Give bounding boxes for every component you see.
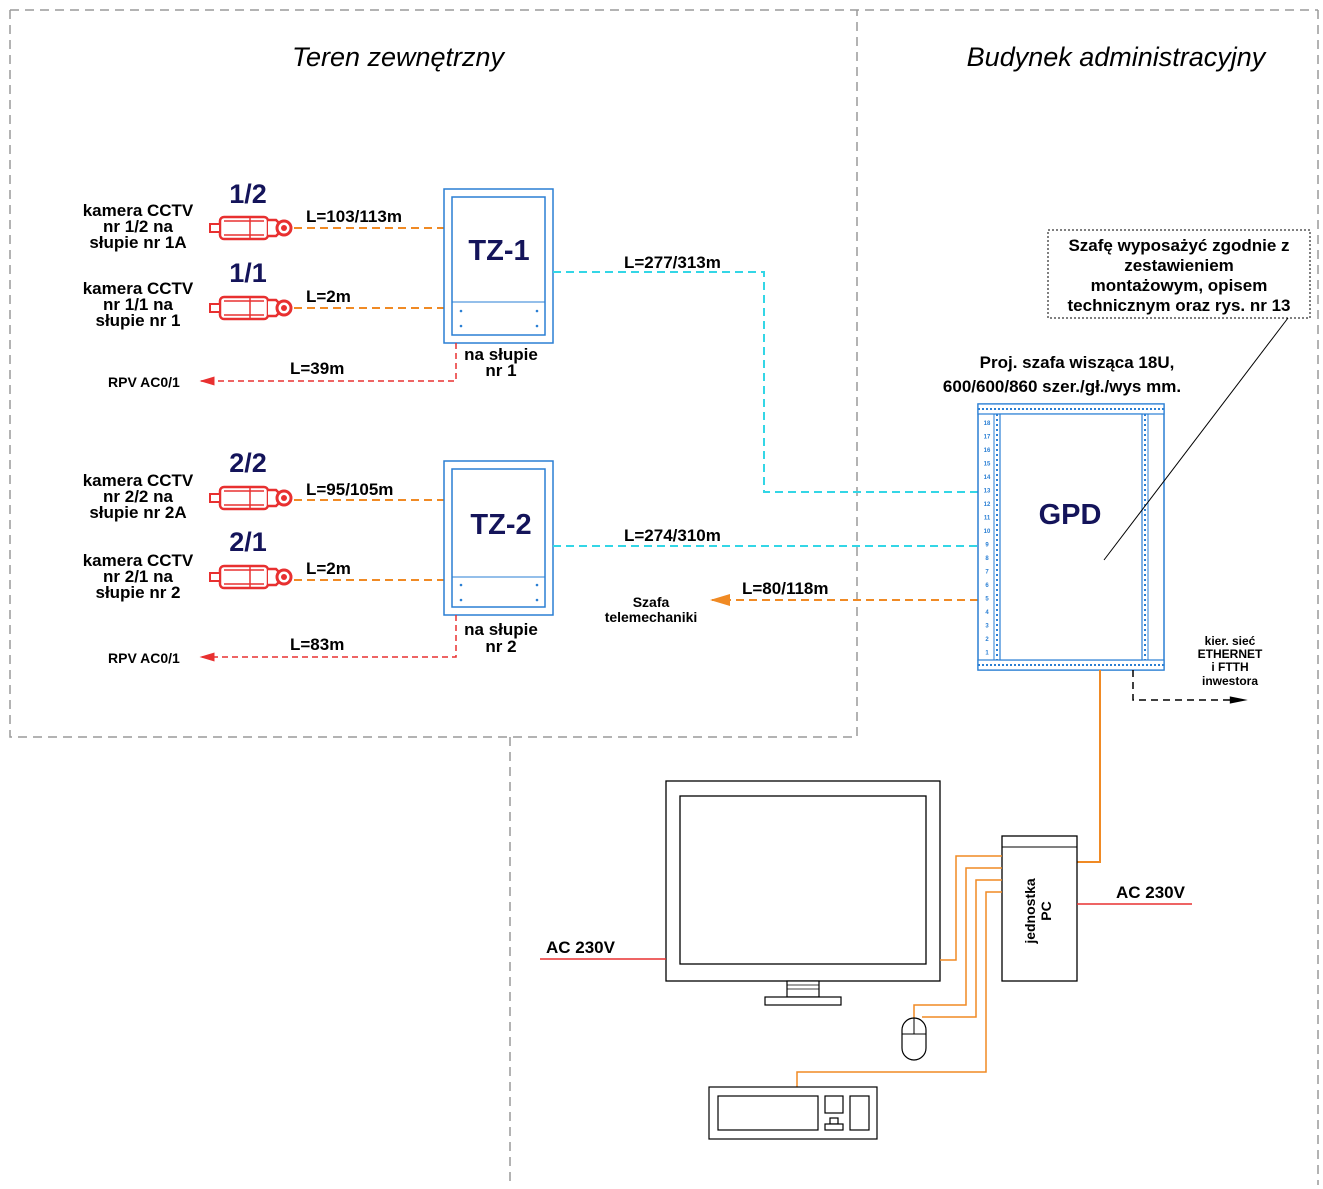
rack-unit: 7 [985, 570, 989, 576]
camera-label: kamera CCTV [83, 201, 194, 220]
camera-cables [294, 227, 444, 581]
zone-borders [9, 9, 1319, 1185]
camera-2-1: kamera CCTV nr 2/1 na słupie nr 2 2/1 L=… [83, 527, 351, 602]
gpd-note: Szafę wyposażyć zgodnie z zestawieniem m… [1047, 229, 1311, 561]
camera-label: słupie nr 1 [95, 311, 180, 330]
camera-label: kamera CCTV [83, 551, 194, 570]
rpv-line-1: RPV AC0/1 L=39m [108, 343, 457, 390]
peripheral-cables [796, 855, 1002, 1087]
gpd-rack: Proj. szafa wisząca 18U, 600/600/860 sze… [943, 353, 1181, 671]
ethernet-label: inwestora [1202, 674, 1258, 688]
camera-1-2: kamera CCTV nr 1/2 na słupie nr 1A 1/2 L… [83, 179, 402, 252]
camera-label: słupie nr 2A [89, 503, 186, 522]
camera-icon [208, 485, 293, 511]
pc-label: PC [1038, 901, 1054, 920]
monitor-icon [665, 780, 941, 1006]
gpd-pc-cable [1077, 670, 1101, 863]
rack-unit: 18 [984, 421, 991, 427]
cabinet-location: na słupie [464, 345, 538, 364]
cable-length: L=103/113m [306, 207, 402, 226]
camera-icon [208, 215, 293, 241]
cabinet-location: nr 1 [485, 361, 516, 380]
fiber-length-tz1: L=277/313m [624, 253, 721, 272]
gpd-spec: Proj. szafa wisząca 18U, [980, 353, 1175, 372]
cabinet-title: TZ-1 [468, 235, 529, 267]
rack-unit: 13 [984, 489, 991, 495]
rack-unit: 5 [985, 597, 989, 603]
rack-unit-numbers: 18 17 16 15 14 13 12 11 10 9 8 7 6 5 4 3… [984, 421, 991, 657]
camera-label: słupie nr 1A [89, 233, 186, 252]
camera-2-2: kamera CCTV nr 2/2 na słupie nr 2A 2/2 L… [83, 448, 394, 522]
camera-1-1: kamera CCTV nr 1/1 na słupie nr 1 1/1 L=… [83, 258, 351, 330]
camera-icon [208, 564, 293, 590]
camera-number: 1/2 [229, 179, 267, 209]
rack-unit: 12 [984, 502, 991, 508]
gpd-title: GPD [1039, 499, 1102, 531]
camera-icon [208, 295, 293, 321]
camera-label: nr 2/1 na [103, 567, 173, 586]
rpv-length: L=39m [290, 359, 344, 378]
rpv-length: L=83m [290, 635, 344, 654]
telemechanika-label: telemechaniki [605, 609, 698, 625]
ethernet-label: kier. sieć [1205, 634, 1256, 648]
mouse-icon [901, 1017, 927, 1061]
cable-length: L=95/105m [306, 480, 393, 499]
rack-unit: 1 [985, 651, 989, 657]
keyboard-icon [708, 1086, 878, 1140]
telemechanika-length: L=80/118m [742, 579, 829, 598]
zone-label-outdoor: Teren zewnętrzny [292, 42, 506, 72]
rack-unit: 10 [984, 529, 991, 535]
fiber-links [553, 271, 978, 547]
camera-label: kamera CCTV [83, 279, 194, 298]
ethernet-label: i FTTH [1211, 660, 1248, 674]
camera-number: 2/2 [229, 448, 267, 478]
rpv-label: RPV AC0/1 [108, 650, 180, 666]
gpd-spec: 600/600/860 szer./gł./wys mm. [943, 377, 1181, 396]
camera-number: 2/1 [229, 527, 267, 557]
camera-label: nr 1/1 na [103, 295, 173, 314]
camera-label: nr 1/2 na [103, 217, 173, 236]
rpv-label: RPV AC0/1 [108, 374, 180, 390]
ethernet-link: kier. sieć ETHERNET i FTTH inwestora [1132, 634, 1263, 704]
rack-unit: 14 [984, 475, 991, 481]
rack-unit: 4 [985, 610, 989, 616]
rack-unit: 16 [984, 448, 991, 454]
rack-unit: 8 [985, 556, 989, 562]
camera-label: kamera CCTV [83, 471, 194, 490]
telemechanika-label: Szafa [633, 594, 670, 610]
pc-ac-label: AC 230V [1116, 883, 1186, 902]
rack-unit: 15 [984, 462, 991, 468]
rack-unit: 3 [985, 624, 989, 630]
cabinet-tz1: TZ-1 na słupie nr 1 [443, 188, 554, 380]
camera-label: nr 2/2 na [103, 487, 173, 506]
cabinet-title: TZ-2 [470, 509, 531, 541]
note-line: zestawieniem [1124, 256, 1234, 275]
cabinet-location: na słupie [464, 620, 538, 639]
note-line: technicznym oraz rys. nr 13 [1068, 296, 1291, 315]
rack-unit: 9 [985, 543, 989, 549]
rpv-line-2: RPV AC0/1 L=83m [108, 615, 457, 666]
ethernet-label: ETHERNET [1198, 647, 1263, 661]
telemechanika-link: L=80/118m Szafa telemechaniki [605, 579, 978, 625]
rack-unit: 17 [984, 435, 991, 441]
camera-label: słupie nr 2 [95, 583, 180, 602]
rack-unit: 6 [985, 583, 989, 589]
note-line: Szafę wyposażyć zgodnie z [1068, 236, 1289, 255]
cable-length: L=2m [306, 559, 351, 578]
camera-number: 1/1 [229, 258, 267, 288]
cabinet-location: nr 2 [485, 637, 516, 656]
pc-label: jednostka [1022, 878, 1038, 945]
cabinet-tz2: TZ-2 na słupie nr 2 [443, 460, 554, 656]
cable-length: L=2m [306, 287, 351, 306]
fiber-length-tz2: L=274/310m [624, 526, 721, 545]
rack-unit: 11 [984, 516, 991, 522]
note-line: montażowym, opisem [1091, 276, 1268, 295]
monitor-ac-label: AC 230V [546, 938, 616, 957]
rack-unit: 2 [985, 637, 989, 643]
pc-unit: jednostka PC [1001, 835, 1078, 982]
zone-label-building: Budynek administracyjny [967, 42, 1267, 72]
